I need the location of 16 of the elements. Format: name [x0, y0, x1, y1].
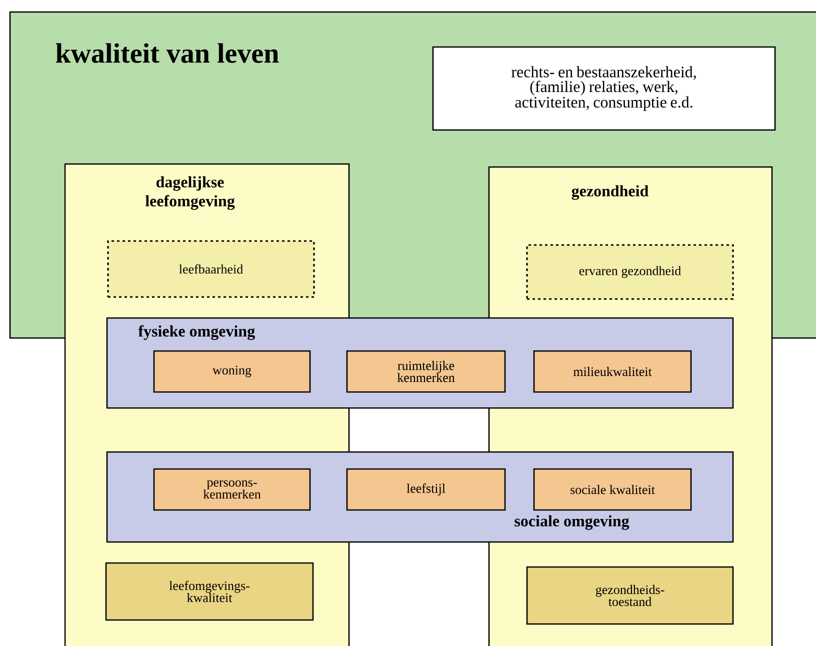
factor-box: woning — [153, 350, 311, 393]
factor-box: milieukwaliteit — [533, 350, 692, 393]
heading: dagelijkse leefomgeving — [145, 176, 235, 210]
factor-box: sociale kwaliteit — [533, 468, 692, 511]
heading: kwaliteit van leven — [56, 43, 279, 63]
text-box: rechts- en bestaanszekerheid, (familie) relaties, werk, activiteiten, consumptie e.d. — [432, 46, 776, 131]
heading: gezondheid — [572, 185, 648, 200]
factor-box: ruimtelijke kenmerken — [346, 350, 506, 393]
outcome-box: leefomgevings- kwaliteit — [105, 562, 314, 621]
factor-box: persoons- kenmerken — [153, 468, 311, 511]
outcome-box: gezondheids- toestand — [526, 566, 734, 625]
heading: sociale omgeving — [514, 515, 630, 530]
dashed-box: ervaren gezondheid — [526, 244, 734, 300]
dashed-box: leefbaarheid — [107, 240, 315, 298]
heading: fysieke omgeving — [138, 325, 255, 340]
factor-box: leefstijl — [346, 468, 506, 511]
